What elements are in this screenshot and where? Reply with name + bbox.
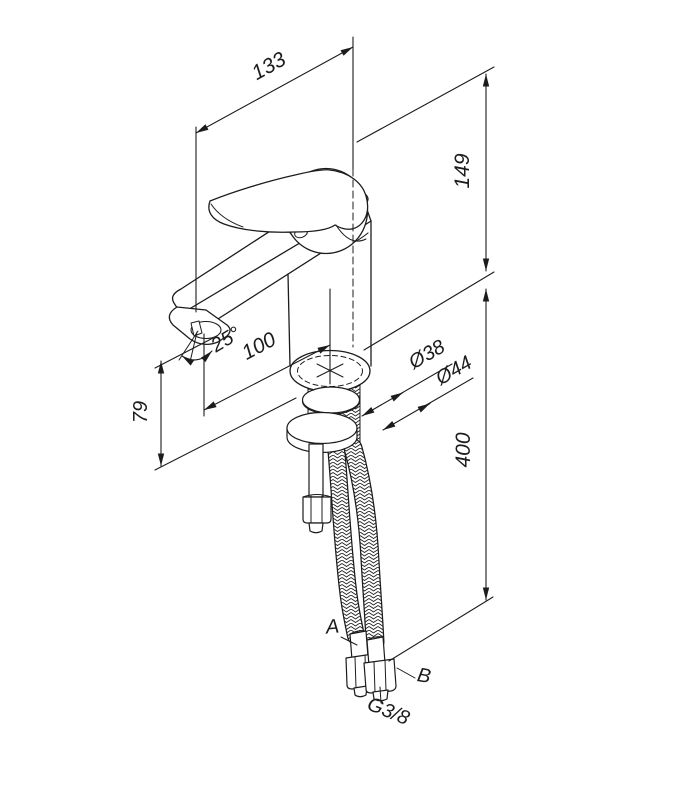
dim-dia44 xyxy=(382,377,474,431)
label-hose-a: A xyxy=(324,615,340,638)
mounting-hardware xyxy=(286,349,397,702)
leader-thread xyxy=(379,686,382,704)
dim-100 xyxy=(203,288,344,417)
dim-dia44-line xyxy=(382,377,474,431)
dim-149-ext-top xyxy=(356,66,495,143)
supply-hose-b xyxy=(343,438,385,652)
label-100: 100 xyxy=(238,328,280,365)
dimension-lines xyxy=(154,46,495,704)
dim-79-ext-bottom xyxy=(154,397,297,471)
dim-400 xyxy=(388,288,494,662)
supply-hose-a xyxy=(327,437,365,645)
spout-aerator-notch xyxy=(190,320,203,337)
dim-dia38-arrow2 xyxy=(390,391,404,402)
handle-underside-line xyxy=(210,203,244,228)
dim-400-ext-bottom xyxy=(388,596,494,662)
label-hose-b: B xyxy=(416,664,433,688)
hex-nut xyxy=(302,496,332,524)
dim-25deg xyxy=(178,330,213,366)
leader-hose-b xyxy=(396,667,416,679)
dim-dia38-line xyxy=(361,363,453,417)
cylinder-left-edge xyxy=(287,273,291,367)
label-133: 133 xyxy=(248,48,290,85)
label-thread: G3/8 xyxy=(364,693,412,730)
faucet-handle xyxy=(208,169,369,233)
dim-100-line xyxy=(203,344,331,411)
washer-top xyxy=(286,411,358,445)
hex-nut-top-edge xyxy=(302,494,332,498)
leader-hose-a xyxy=(340,636,358,646)
dimension-labels: 133 149 25° 100 79 Ø38 Ø44 400 A B G3/8 xyxy=(130,48,476,730)
base-center-cross-2 xyxy=(316,363,344,378)
handle-dome-joint-line xyxy=(335,224,367,242)
hose-fitting-b xyxy=(363,636,397,702)
dim-79 xyxy=(154,337,297,471)
label-149: 149 xyxy=(451,153,474,188)
dim-149-ext-bottom xyxy=(363,271,495,351)
dim-133-line xyxy=(195,46,354,134)
dim-133 xyxy=(195,46,354,313)
dim-25-arc xyxy=(181,350,213,366)
dim-dia38 xyxy=(361,363,453,417)
faucet-assembly xyxy=(168,36,372,367)
gasket xyxy=(301,386,361,414)
label-400: 400 xyxy=(452,432,475,467)
dim-149 xyxy=(356,66,495,351)
mounting-stud-lower xyxy=(308,443,324,498)
label-79: 79 xyxy=(130,401,152,423)
dim-dia44-arrow2 xyxy=(417,402,431,413)
stud-tip xyxy=(308,522,324,534)
